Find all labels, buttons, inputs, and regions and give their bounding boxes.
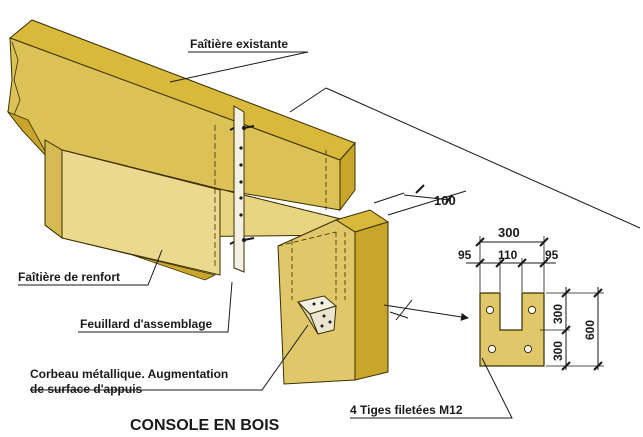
rod-hole: [487, 344, 497, 354]
bracket-label-line2: de surface d'appuis: [30, 382, 143, 396]
rod-hole: [485, 305, 495, 315]
slot-label: 110: [498, 248, 518, 262]
rods-label: 4 Tiges filetées M12: [350, 403, 463, 417]
thickness-dimension: [373, 184, 467, 216]
width-total-label: 300: [498, 225, 520, 240]
timber-post: [277, 209, 390, 385]
edge-left-label: 95: [458, 248, 472, 262]
diagram-title: CONSOLE EN BOIS: [130, 417, 280, 434]
metal-bracket: [297, 295, 338, 335]
rod-hole: [527, 305, 537, 315]
rod-hole: [523, 344, 533, 354]
thickness-label: 100: [434, 193, 456, 208]
width-dimensions: [466, 236, 556, 292]
existing-ridge-label: Faîtière existante: [190, 37, 288, 51]
cross-section: [479, 292, 545, 367]
strap-label: Feuillard d'assemblage: [80, 317, 213, 331]
bracket-label-line1: Corbeau métallique. Augmentation: [30, 367, 228, 381]
height-dimensions: [540, 287, 604, 371]
reinforcement-ridge-label: Faîtière de renfort: [18, 270, 120, 284]
perspective-guide-line: [289, 87, 327, 113]
section-cut-line: [383, 299, 469, 321]
height-part-label: 300: [551, 304, 565, 324]
height-total-label: 600: [583, 320, 597, 340]
height-part-lower-label: 300: [551, 341, 565, 361]
perspective-guide-line-2: [325, 87, 641, 229]
assembly-strap: [229, 105, 255, 273]
leader-lines: [18, 51, 513, 419]
edge-right-label: 95: [545, 248, 559, 262]
